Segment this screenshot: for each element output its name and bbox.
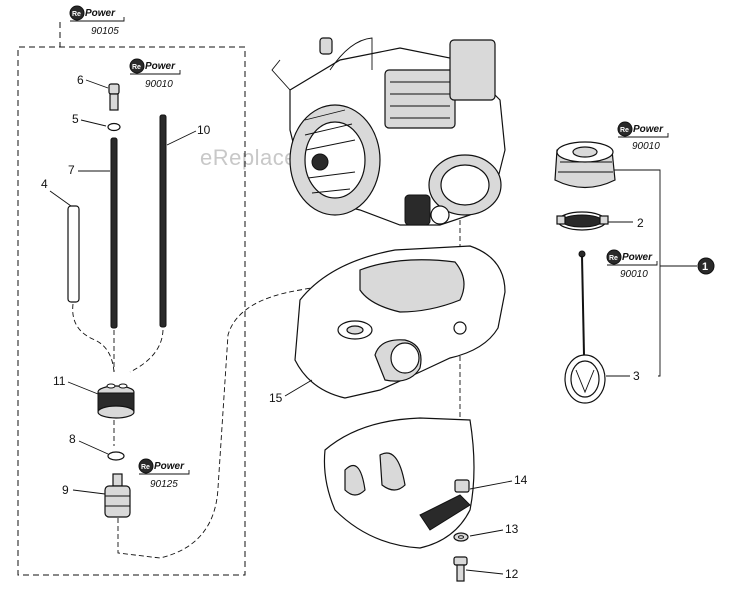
repower-logo-icon bbox=[69, 5, 85, 21]
part-3-retainer-strap: 3 bbox=[564, 250, 640, 404]
repower-badge-90010-top: Re Power 90010 bbox=[129, 58, 181, 90]
repower-brand: Power bbox=[622, 252, 653, 263]
part-number-14: 14 bbox=[514, 473, 528, 487]
kit-code-90010-strap: 90010 bbox=[620, 269, 648, 280]
part-1-callout-badge bbox=[697, 257, 715, 275]
repower-mark: Re bbox=[620, 127, 629, 134]
part-7-fuel-hose: 7 bbox=[68, 137, 118, 329]
part-15-fuel-tank: 15 bbox=[269, 245, 506, 405]
part-number-6: 6 bbox=[77, 73, 84, 87]
fuel-cap bbox=[554, 141, 616, 189]
repower-brand: Power bbox=[154, 461, 185, 472]
engine-assembly bbox=[271, 37, 506, 483]
repower-logo-icon bbox=[617, 121, 633, 137]
repower-badge-90010-strap: Re Power 90010 bbox=[606, 249, 658, 280]
part-number-7: 7 bbox=[68, 163, 75, 177]
part-11-grommet: 11 bbox=[53, 374, 135, 419]
kit-code-90125: 90125 bbox=[150, 479, 178, 490]
repower-brand: Power bbox=[145, 61, 176, 72]
repower-logo-icon bbox=[606, 249, 622, 265]
repower-logo-icon bbox=[138, 458, 154, 474]
part-number-1: 1 bbox=[702, 261, 708, 273]
part-9-fuel-filter: 9 bbox=[62, 473, 131, 518]
part-number-3: 3 bbox=[633, 369, 640, 383]
part-number-10: 10 bbox=[197, 123, 211, 137]
part-number-2: 2 bbox=[637, 216, 644, 230]
part-number-15: 15 bbox=[269, 391, 283, 405]
part-5-ring: 5 bbox=[72, 112, 121, 132]
repower-logo-icon bbox=[129, 58, 145, 74]
kit-code-90105: 90105 bbox=[91, 26, 119, 37]
part-number-4: 4 bbox=[41, 177, 48, 191]
part-10-return-hose: 10 bbox=[159, 114, 211, 328]
part-4-tube: 4 bbox=[41, 177, 80, 303]
part-number-11: 11 bbox=[53, 374, 66, 388]
part-number-8: 8 bbox=[69, 432, 76, 446]
part-number-5: 5 bbox=[72, 112, 79, 126]
part-6-fitting: 6 bbox=[77, 73, 120, 111]
part-12-screw: 12 bbox=[453, 556, 519, 582]
fuel-line-kit-box bbox=[17, 22, 246, 576]
part-number-9: 9 bbox=[62, 483, 69, 497]
repower-mark: Re bbox=[141, 464, 150, 471]
repower-brand: Power bbox=[85, 8, 116, 19]
repower-mark: Re bbox=[132, 64, 141, 71]
part-13-washer: 13 bbox=[453, 522, 519, 542]
part-14-tank-guard: 14 bbox=[323, 417, 528, 549]
repower-brand: Power bbox=[633, 124, 664, 135]
repower-mark: Re bbox=[609, 255, 618, 262]
part-number-12: 12 bbox=[505, 567, 519, 581]
kit-code-90010-cap: 90010 bbox=[632, 141, 660, 152]
part-number-13: 13 bbox=[505, 522, 519, 536]
repower-badge-90105: Re Power 90105 bbox=[69, 5, 125, 37]
repower-badge-90125: Re Power 90125 bbox=[138, 458, 190, 490]
kit-code-90010-top: 90010 bbox=[145, 79, 173, 90]
repower-badge-90010-cap: Re Power 90010 bbox=[617, 121, 669, 152]
repower-mark: Re bbox=[72, 11, 81, 18]
part-1-fuel-cap-assembly: 1 bbox=[614, 169, 715, 377]
part-2-gasket: 2 bbox=[556, 211, 644, 231]
part-8-clip: 8 bbox=[69, 432, 125, 461]
